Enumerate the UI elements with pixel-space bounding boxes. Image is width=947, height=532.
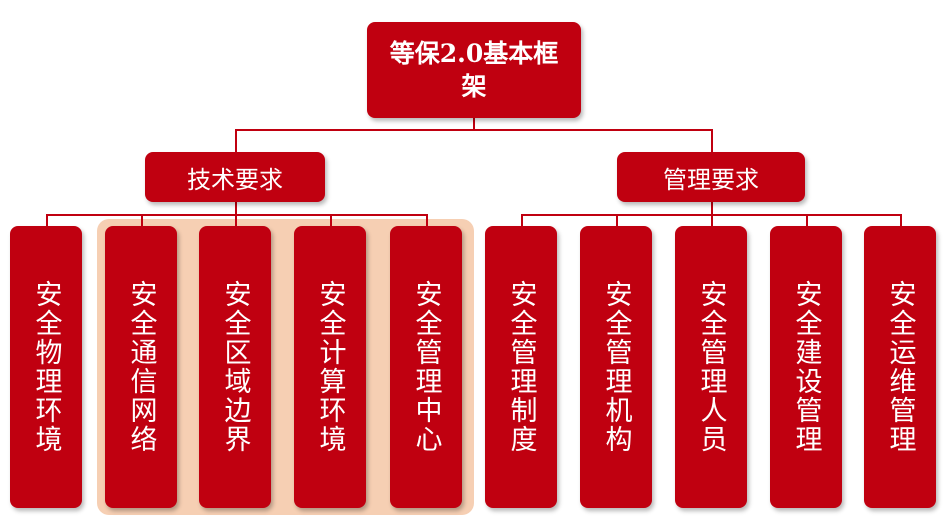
leaf-construction-management: 安全建设管理 <box>770 226 842 508</box>
leaf-label: 安全物理环境 <box>30 280 62 454</box>
leaf-management-system: 安全管理制度 <box>485 226 557 508</box>
leaf-label: 安全区域边界 <box>219 280 251 454</box>
root-node: 等保2.0基本框架 <box>367 22 581 118</box>
connector-tech-leaf-2 <box>141 214 143 226</box>
connector-mgmt-leaf-1 <box>521 214 523 226</box>
leaf-label: 安全通信网络 <box>125 280 157 454</box>
leaf-management-center: 安全管理中心 <box>390 226 462 508</box>
connector-mgmt-leaf-5 <box>900 214 902 226</box>
root-node-label: 等保2.0基本框架 <box>389 39 559 101</box>
branch-technical-requirements: 技术要求 <box>145 152 325 202</box>
leaf-label: 安全运维管理 <box>884 280 916 454</box>
leaf-label: 安全计算环境 <box>314 280 346 454</box>
leaf-area-boundary: 安全区域边界 <box>199 226 271 508</box>
leaf-physical-environment: 安全物理环境 <box>10 226 82 508</box>
branch-label: 管理要求 <box>663 165 759 194</box>
leaf-computing-environment: 安全计算环境 <box>294 226 366 508</box>
connector-root-bar <box>235 129 713 131</box>
branch-label: 技术要求 <box>187 165 283 194</box>
branch-management-requirements: 管理要求 <box>617 152 805 202</box>
connector-to-tech <box>235 129 237 152</box>
leaf-operations-management: 安全运维管理 <box>864 226 936 508</box>
connector-tech-down <box>235 202 237 215</box>
connector-mgmt-leaf-4 <box>806 214 808 226</box>
leaf-label: 安全管理制度 <box>505 280 537 454</box>
leaf-label: 安全管理人员 <box>695 280 727 454</box>
leaf-label: 安全管理中心 <box>410 280 442 454</box>
leaf-communication-network: 安全通信网络 <box>105 226 177 508</box>
leaf-management-organization: 安全管理机构 <box>580 226 652 508</box>
connector-tech-leaf-5 <box>426 214 428 226</box>
connector-tech-bar <box>46 214 428 216</box>
connector-mgmt-leaf-3 <box>711 214 713 226</box>
leaf-label: 安全建设管理 <box>790 280 822 454</box>
connector-tech-leaf-4 <box>330 214 332 226</box>
connector-mgmt-leaf-2 <box>616 214 618 226</box>
leaf-management-personnel: 安全管理人员 <box>675 226 747 508</box>
connector-tech-leaf-3 <box>235 214 237 226</box>
connector-tech-leaf-1 <box>46 214 48 226</box>
connector-to-mgmt <box>711 129 713 152</box>
connector-mgmt-down <box>711 202 713 215</box>
leaf-label: 安全管理机构 <box>600 280 632 454</box>
connector-root-down <box>473 118 475 130</box>
